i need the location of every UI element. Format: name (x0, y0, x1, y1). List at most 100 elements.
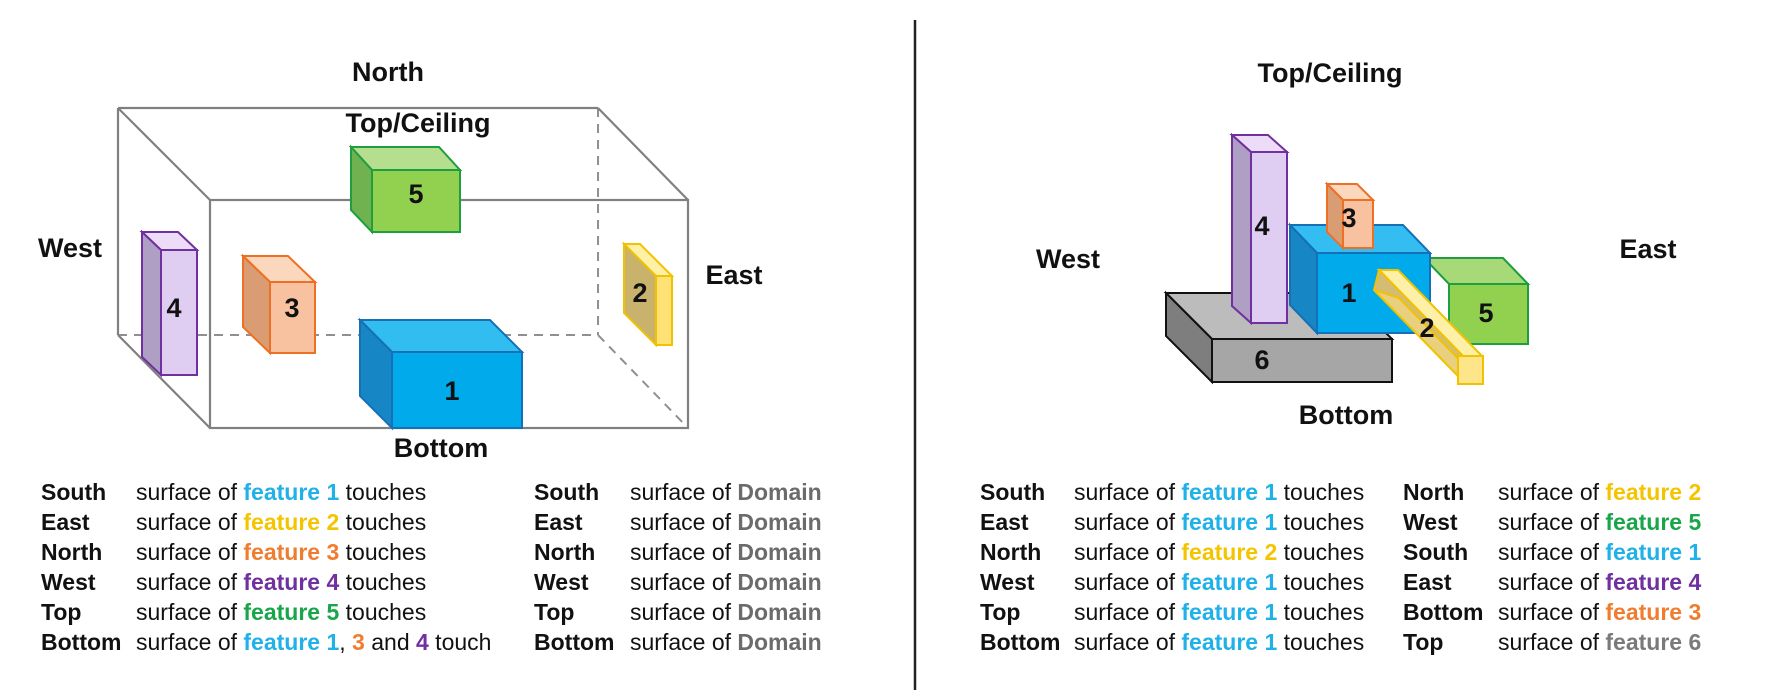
target-face: Top (1403, 629, 1444, 655)
touch-verb: touches (339, 569, 427, 595)
surface-face: East (980, 509, 1029, 535)
surface-description: surface of feature 4 touches (136, 567, 534, 597)
target-face: South (534, 479, 600, 505)
touch-verb: touches (339, 509, 427, 535)
target-description: surface of feature 4 (1498, 567, 1701, 597)
surface-face: Bottom (41, 629, 122, 655)
feature-ref: feature 5 (243, 599, 340, 625)
target-face: West (1403, 509, 1458, 535)
left-feature-1-label: 1 (444, 376, 459, 406)
surface-of-text: surface of (1074, 479, 1182, 505)
feature-ref: feature 4 (243, 569, 340, 595)
touch-verb: touch (428, 629, 492, 655)
feature-ref: 4 (416, 629, 429, 655)
target-description: surface of feature 1 (1498, 537, 1701, 567)
surface-face: West (980, 569, 1035, 595)
left-label-top: Top/Ceiling (346, 108, 491, 138)
right-feature-6-label: 6 (1254, 345, 1269, 375)
surface-of-text: surface of (630, 539, 738, 565)
surface-of-text: surface of (136, 629, 244, 655)
target-description: surface of Domain (630, 477, 822, 507)
surface-of-text: surface of (1074, 599, 1182, 625)
target-face: East (534, 509, 583, 535)
right-label-bottom: Bottom (1299, 400, 1393, 430)
surface-of-text: surface of (1498, 539, 1606, 565)
right-feature-4-block: 4 (1229, 132, 1290, 326)
surface-face: South (41, 479, 107, 505)
surface-of-text: surface of (136, 509, 244, 535)
left-feature-3-block: 3 (240, 253, 318, 356)
feature-ref: 3 (352, 629, 365, 655)
surface-description: surface of feature 2 touches (1074, 537, 1403, 567)
surface-of-text: surface of (136, 479, 244, 505)
surface-face: West (41, 569, 96, 595)
touch-verb: touches (1277, 569, 1365, 595)
surface-of-text: surface of (630, 599, 738, 625)
left-feature-2-block: 2 (621, 241, 675, 348)
right-feature-5-label: 5 (1478, 298, 1493, 328)
surface-of-text: surface of (1498, 479, 1606, 505)
target-face: East (1403, 569, 1452, 595)
surface-face: South (980, 479, 1046, 505)
left-feature-4-block: 4 (139, 229, 200, 378)
target-ref: feature 3 (1605, 599, 1702, 625)
target-ref: feature 5 (1605, 509, 1702, 535)
target-ref: Domain (737, 539, 822, 565)
target-face: Top (534, 599, 575, 625)
target-description: surface of feature 2 (1498, 477, 1701, 507)
left-label-east: East (705, 260, 762, 290)
left-label-bottom: Bottom (394, 433, 488, 463)
surface-of-text: surface of (1498, 509, 1606, 535)
target-ref: Domain (737, 479, 822, 505)
surface-face: Bottom (980, 629, 1061, 655)
surface-face: East (41, 509, 90, 535)
surface-of-text: surface of (630, 509, 738, 535)
surface-description: surface of feature 5 touches (136, 597, 534, 627)
surface-of-text: surface of (630, 569, 738, 595)
surface-of-text: surface of (1074, 509, 1182, 535)
left-feature-3-label: 3 (284, 293, 299, 323)
right-feature-2-label: 2 (1419, 313, 1434, 343)
surface-description: surface of feature 2 touches (136, 507, 534, 537)
surface-of-text: surface of (136, 539, 244, 565)
feature-ref: feature 1 (1181, 569, 1278, 595)
left-feature-1-block: 1 (357, 317, 525, 431)
target-description: surface of feature 6 (1498, 627, 1701, 657)
target-face: West (534, 569, 589, 595)
touch-verb: touches (1277, 599, 1365, 625)
surface-of-text: surface of (136, 599, 244, 625)
surface-face: North (980, 539, 1042, 565)
target-ref: Domain (737, 599, 822, 625)
surface-description: surface of feature 3 touches (136, 537, 534, 567)
target-description: surface of Domain (630, 567, 822, 597)
surface-of-text: surface of (1498, 569, 1606, 595)
target-face: North (534, 539, 596, 565)
target-face: South (1403, 539, 1469, 565)
target-face: Bottom (1403, 599, 1484, 625)
surface-of-text: surface of (630, 629, 738, 655)
right-label-west: West (1036, 244, 1100, 274)
surface-description: surface of feature 1 touches (1074, 627, 1403, 657)
target-description: surface of feature 5 (1498, 507, 1701, 537)
target-ref: Domain (737, 569, 822, 595)
surface-of-text: surface of (1074, 629, 1182, 655)
right-label-top: Top/Ceiling (1258, 58, 1403, 88)
surface-description: surface of feature 1 touches (1074, 567, 1403, 597)
target-face: North (1403, 479, 1465, 505)
surface-of-text: surface of (630, 479, 738, 505)
target-ref: Domain (737, 629, 822, 655)
left-label-west: West (38, 233, 102, 263)
surface-face: Top (980, 599, 1021, 625)
target-description: surface of feature 3 (1498, 597, 1701, 627)
